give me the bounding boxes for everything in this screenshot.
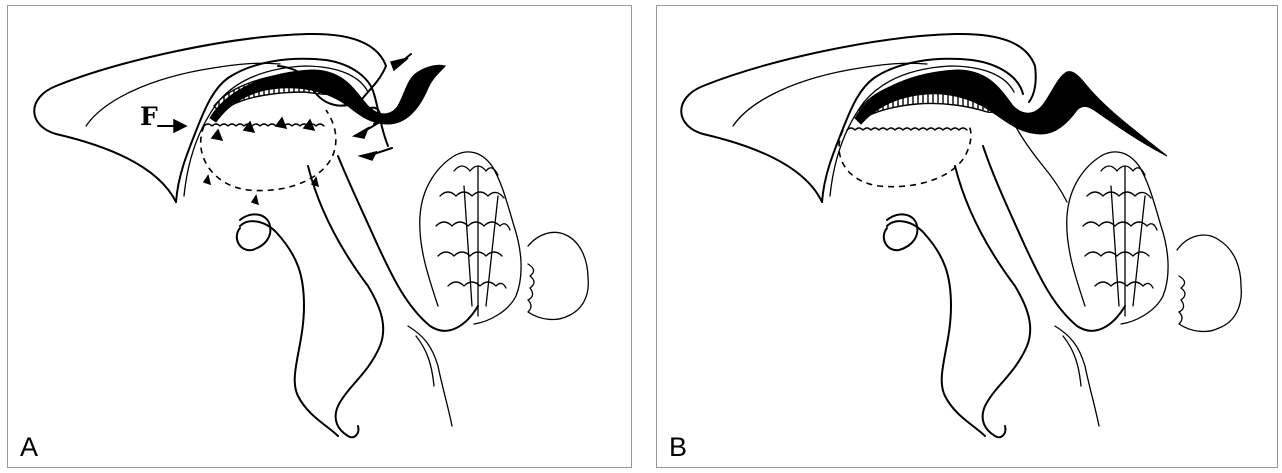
midbrain-left [887, 221, 985, 436]
brainstem-outline [338, 156, 478, 331]
brainstem-outline [983, 146, 1125, 331]
panel-label-b: B [669, 434, 687, 461]
midbrain-left [240, 221, 338, 436]
pons-lines [408, 326, 452, 426]
cerebellum-folia [420, 152, 521, 324]
panel-a: F A [7, 5, 632, 468]
arrowhead-icon [252, 196, 258, 204]
arrowhead-icon [304, 120, 314, 130]
hatched-region [859, 74, 1000, 118]
thalamus-fornix-outline [955, 166, 1030, 437]
arrowhead-icon [244, 122, 254, 132]
arrowhead-icon [204, 176, 210, 184]
pons-lines [1055, 326, 1099, 426]
arrowhead-icon [312, 178, 318, 186]
cerebellum-right-lobe [1177, 235, 1241, 331]
cerebellum-folia [1067, 152, 1168, 324]
tumor-wavy-edge [847, 128, 967, 130]
pituitary-curve [237, 214, 271, 250]
panel-b: B [656, 5, 1278, 468]
thalamus-fornix-outline [308, 166, 383, 437]
hatched-region [214, 72, 348, 110]
brain-sagittal-drawing-a [8, 6, 631, 467]
arrowhead-icon [276, 118, 286, 128]
arrowhead-icon [212, 130, 222, 140]
tumor-dashed-circle [839, 126, 971, 187]
brain-sagittal-drawing-b [657, 6, 1277, 467]
pituitary-curve [884, 214, 918, 250]
cerebellum-right-lobe [528, 232, 588, 319]
label-f: F [140, 104, 158, 129]
panel-label-a: A [20, 434, 38, 461]
